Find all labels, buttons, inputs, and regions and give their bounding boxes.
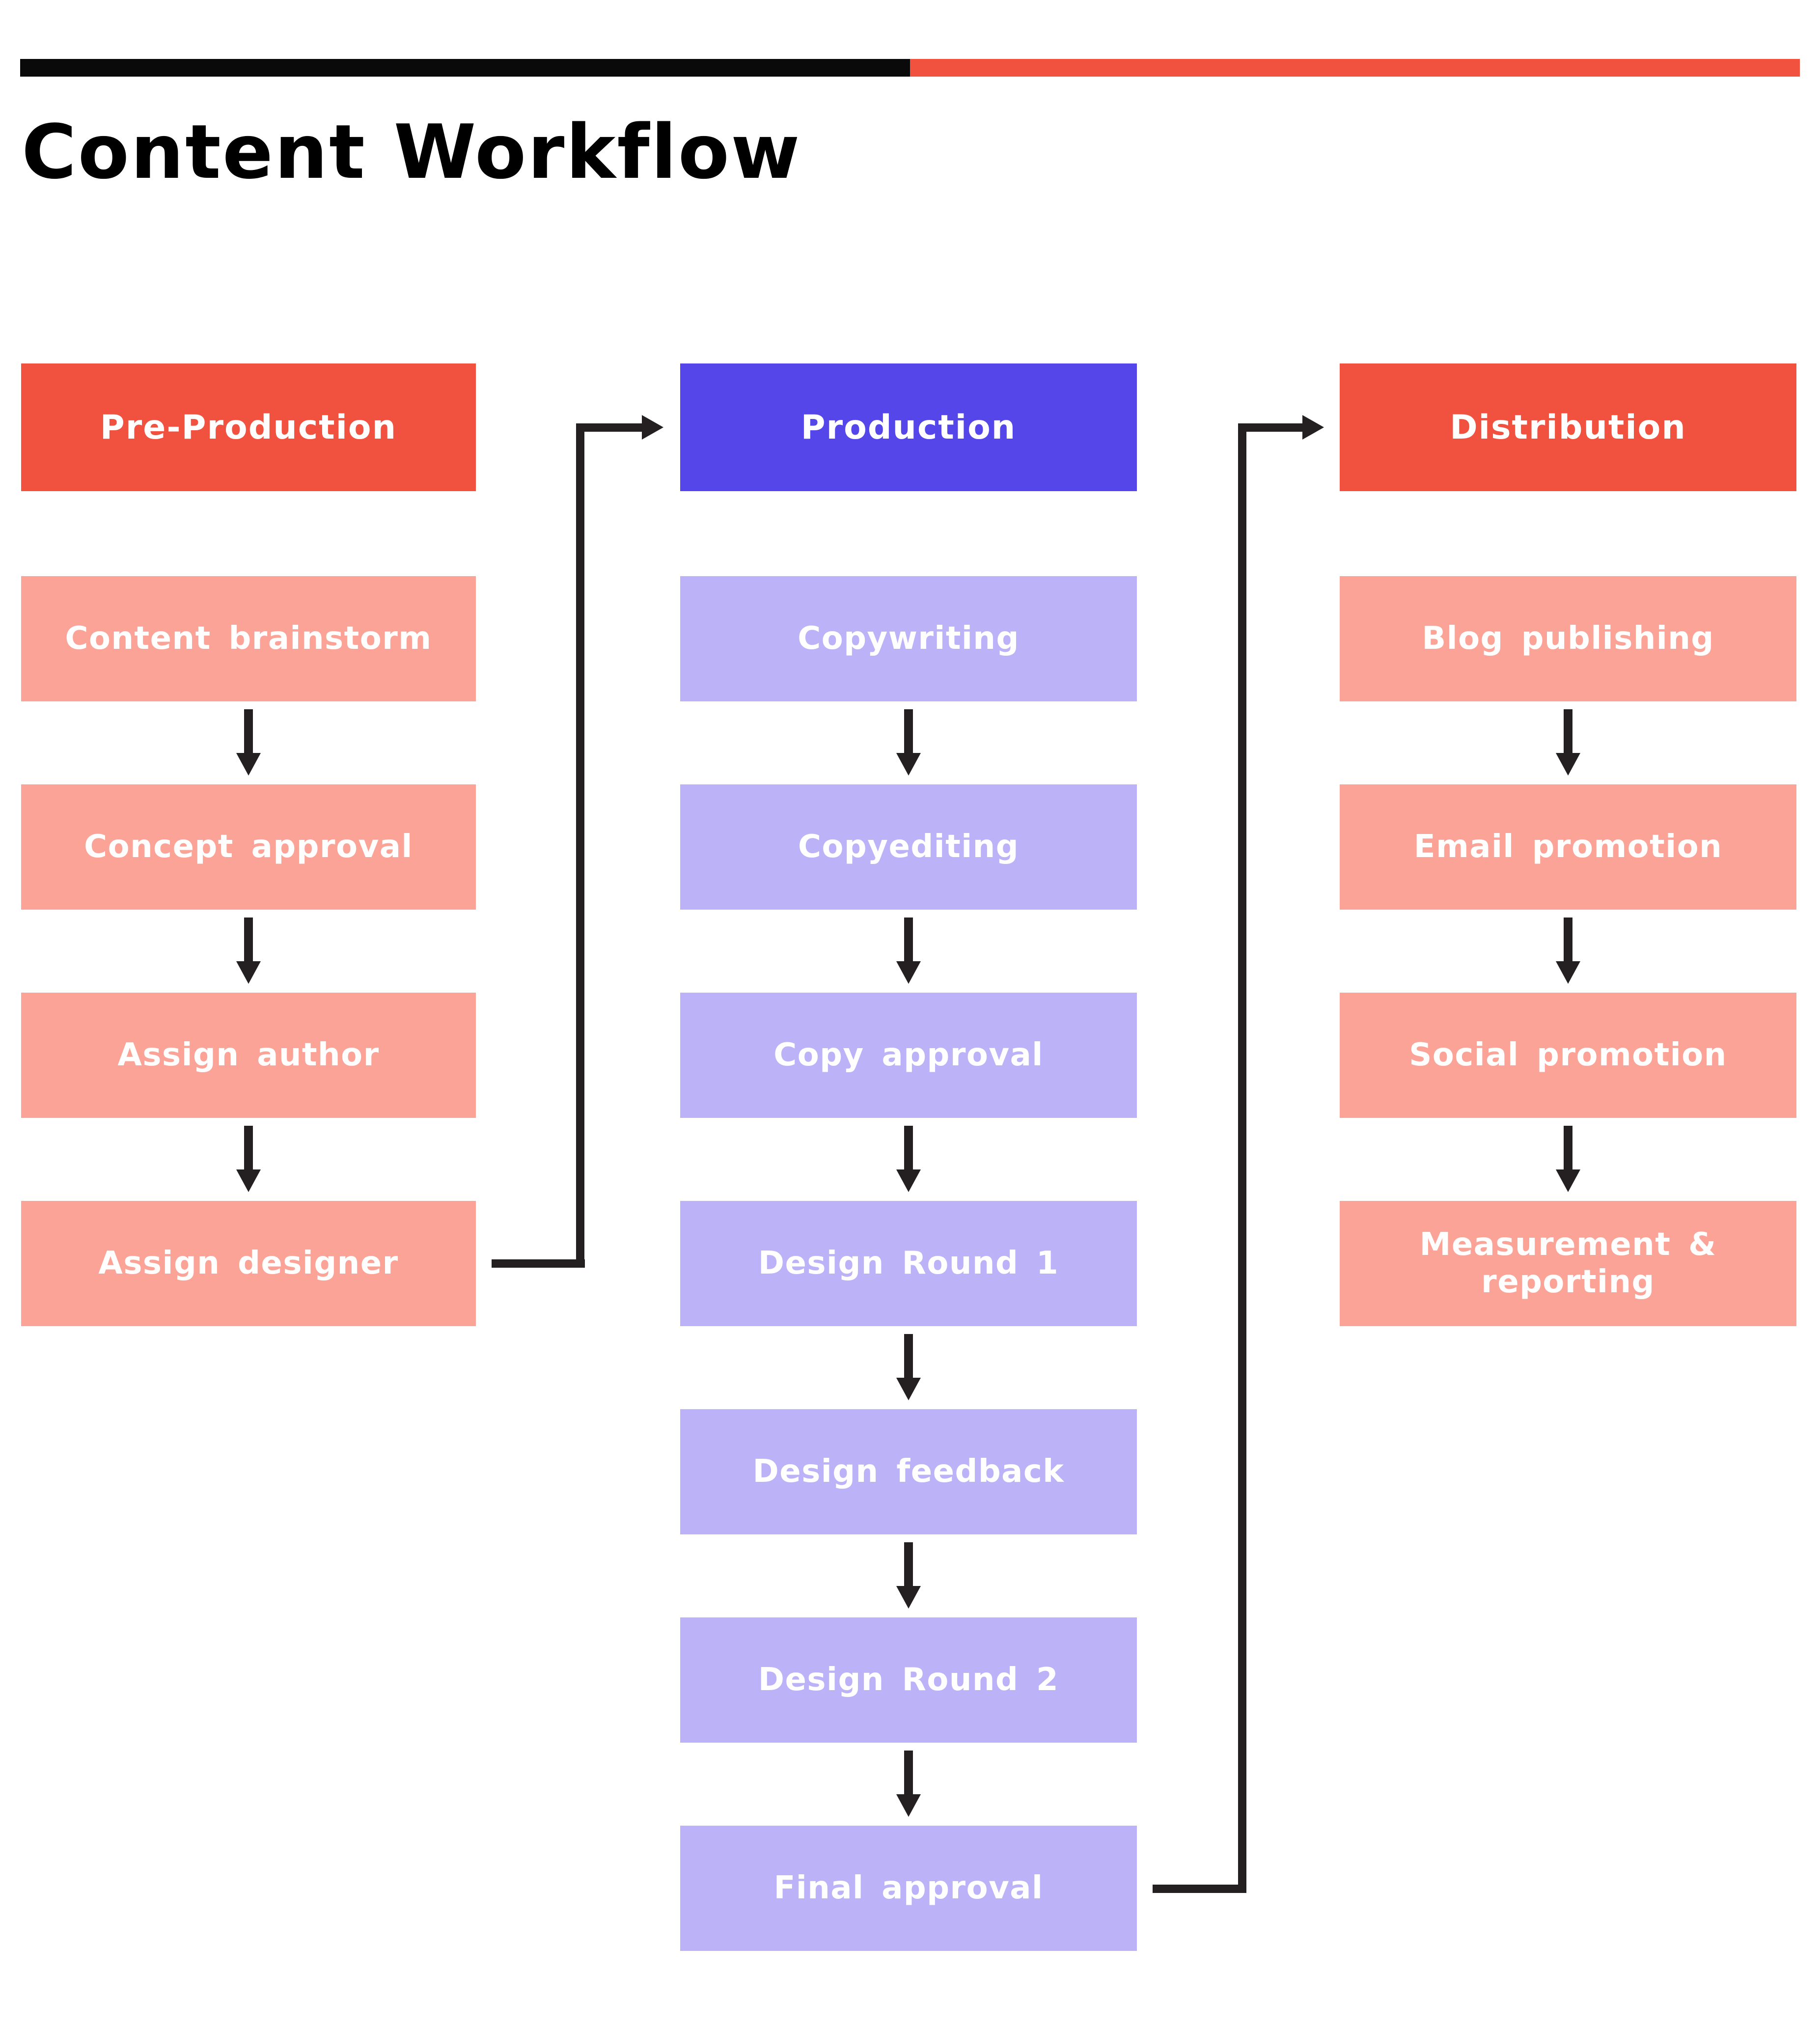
down-arrow-icon — [896, 1126, 921, 1192]
step-label: Email promotion — [1413, 828, 1723, 865]
step-box-design-round-2: Design Round 2 — [680, 1617, 1137, 1743]
step-box-copyediting: Copyediting — [680, 784, 1137, 910]
elbow-connector-assign-designer-to-production-top — [576, 423, 642, 432]
step-box-copywriting: Copywriting — [680, 576, 1137, 701]
step-box-email-promotion: Email promotion — [1340, 784, 1796, 910]
elbow-connector-final-approval-to-distribution-vertical — [1238, 423, 1246, 1893]
step-label: Final approval — [773, 1869, 1044, 1906]
column-header-production: Production — [680, 363, 1137, 491]
column-header-pre-production: Pre-Production — [21, 363, 476, 491]
down-arrow-icon — [1556, 918, 1580, 984]
down-arrow-icon — [1556, 709, 1580, 776]
step-label: Design feedback — [752, 1453, 1065, 1490]
top-bar-red-segment — [910, 59, 1800, 77]
step-box-design-round-1: Design Round 1 — [680, 1201, 1137, 1326]
step-label: Content brainstorm — [65, 620, 432, 657]
down-arrow-icon — [236, 709, 261, 776]
column-header-label: Production — [800, 408, 1017, 447]
step-box-final-approval: Final approval — [680, 1826, 1137, 1951]
page-title: Content Workflow — [22, 109, 801, 195]
top-bar-black-segment — [20, 59, 910, 77]
elbow-connector-assign-designer-to-production-bottom — [492, 1259, 585, 1268]
step-label: Copy approval — [773, 1036, 1044, 1073]
down-arrow-icon — [896, 1751, 921, 1817]
down-arrow-icon — [896, 1334, 921, 1400]
right-arrowhead-icon — [1302, 415, 1324, 440]
step-label: Design Round 1 — [758, 1245, 1059, 1281]
down-arrow-icon — [236, 918, 261, 984]
column-header-label: Distribution — [1450, 408, 1686, 447]
right-arrowhead-icon — [642, 415, 663, 440]
column-header-distribution: Distribution — [1340, 363, 1796, 491]
elbow-connector-assign-designer-to-production-vertical — [576, 423, 584, 1268]
step-box-blog-publishing: Blog publishing — [1340, 576, 1796, 701]
step-label: Measurement & reporting — [1419, 1226, 1717, 1300]
step-label: Social promotion — [1409, 1036, 1727, 1073]
step-label: Assign author — [117, 1036, 380, 1073]
column-header-label: Pre-Production — [100, 408, 397, 447]
step-label: Concept approval — [84, 828, 413, 865]
step-label: Design Round 2 — [758, 1661, 1059, 1698]
down-arrow-icon — [896, 709, 921, 776]
step-box-concept-approval: Concept approval — [21, 784, 476, 910]
step-label: Blog publishing — [1422, 620, 1714, 657]
step-box-assign-author: Assign author — [21, 993, 476, 1118]
down-arrow-icon — [236, 1126, 261, 1192]
step-box-design-feedback: Design feedback — [680, 1409, 1137, 1534]
elbow-connector-final-approval-to-distribution-bottom — [1153, 1885, 1246, 1893]
down-arrow-icon — [1556, 1126, 1580, 1192]
elbow-connector-final-approval-to-distribution-top — [1238, 423, 1302, 432]
step-label: Copywriting — [798, 620, 1020, 657]
step-box-copy-approval: Copy approval — [680, 993, 1137, 1118]
down-arrow-icon — [896, 1542, 921, 1609]
step-box-social-promotion: Social promotion — [1340, 993, 1796, 1118]
step-label: Copyediting — [798, 828, 1020, 865]
down-arrow-icon — [896, 918, 921, 984]
step-box-assign-designer: Assign designer — [21, 1201, 476, 1326]
step-box-content-brainstorm: Content brainstorm — [21, 576, 476, 701]
step-label: Assign designer — [98, 1245, 399, 1281]
step-box-measurement-reporting: Measurement & reporting — [1340, 1201, 1796, 1326]
